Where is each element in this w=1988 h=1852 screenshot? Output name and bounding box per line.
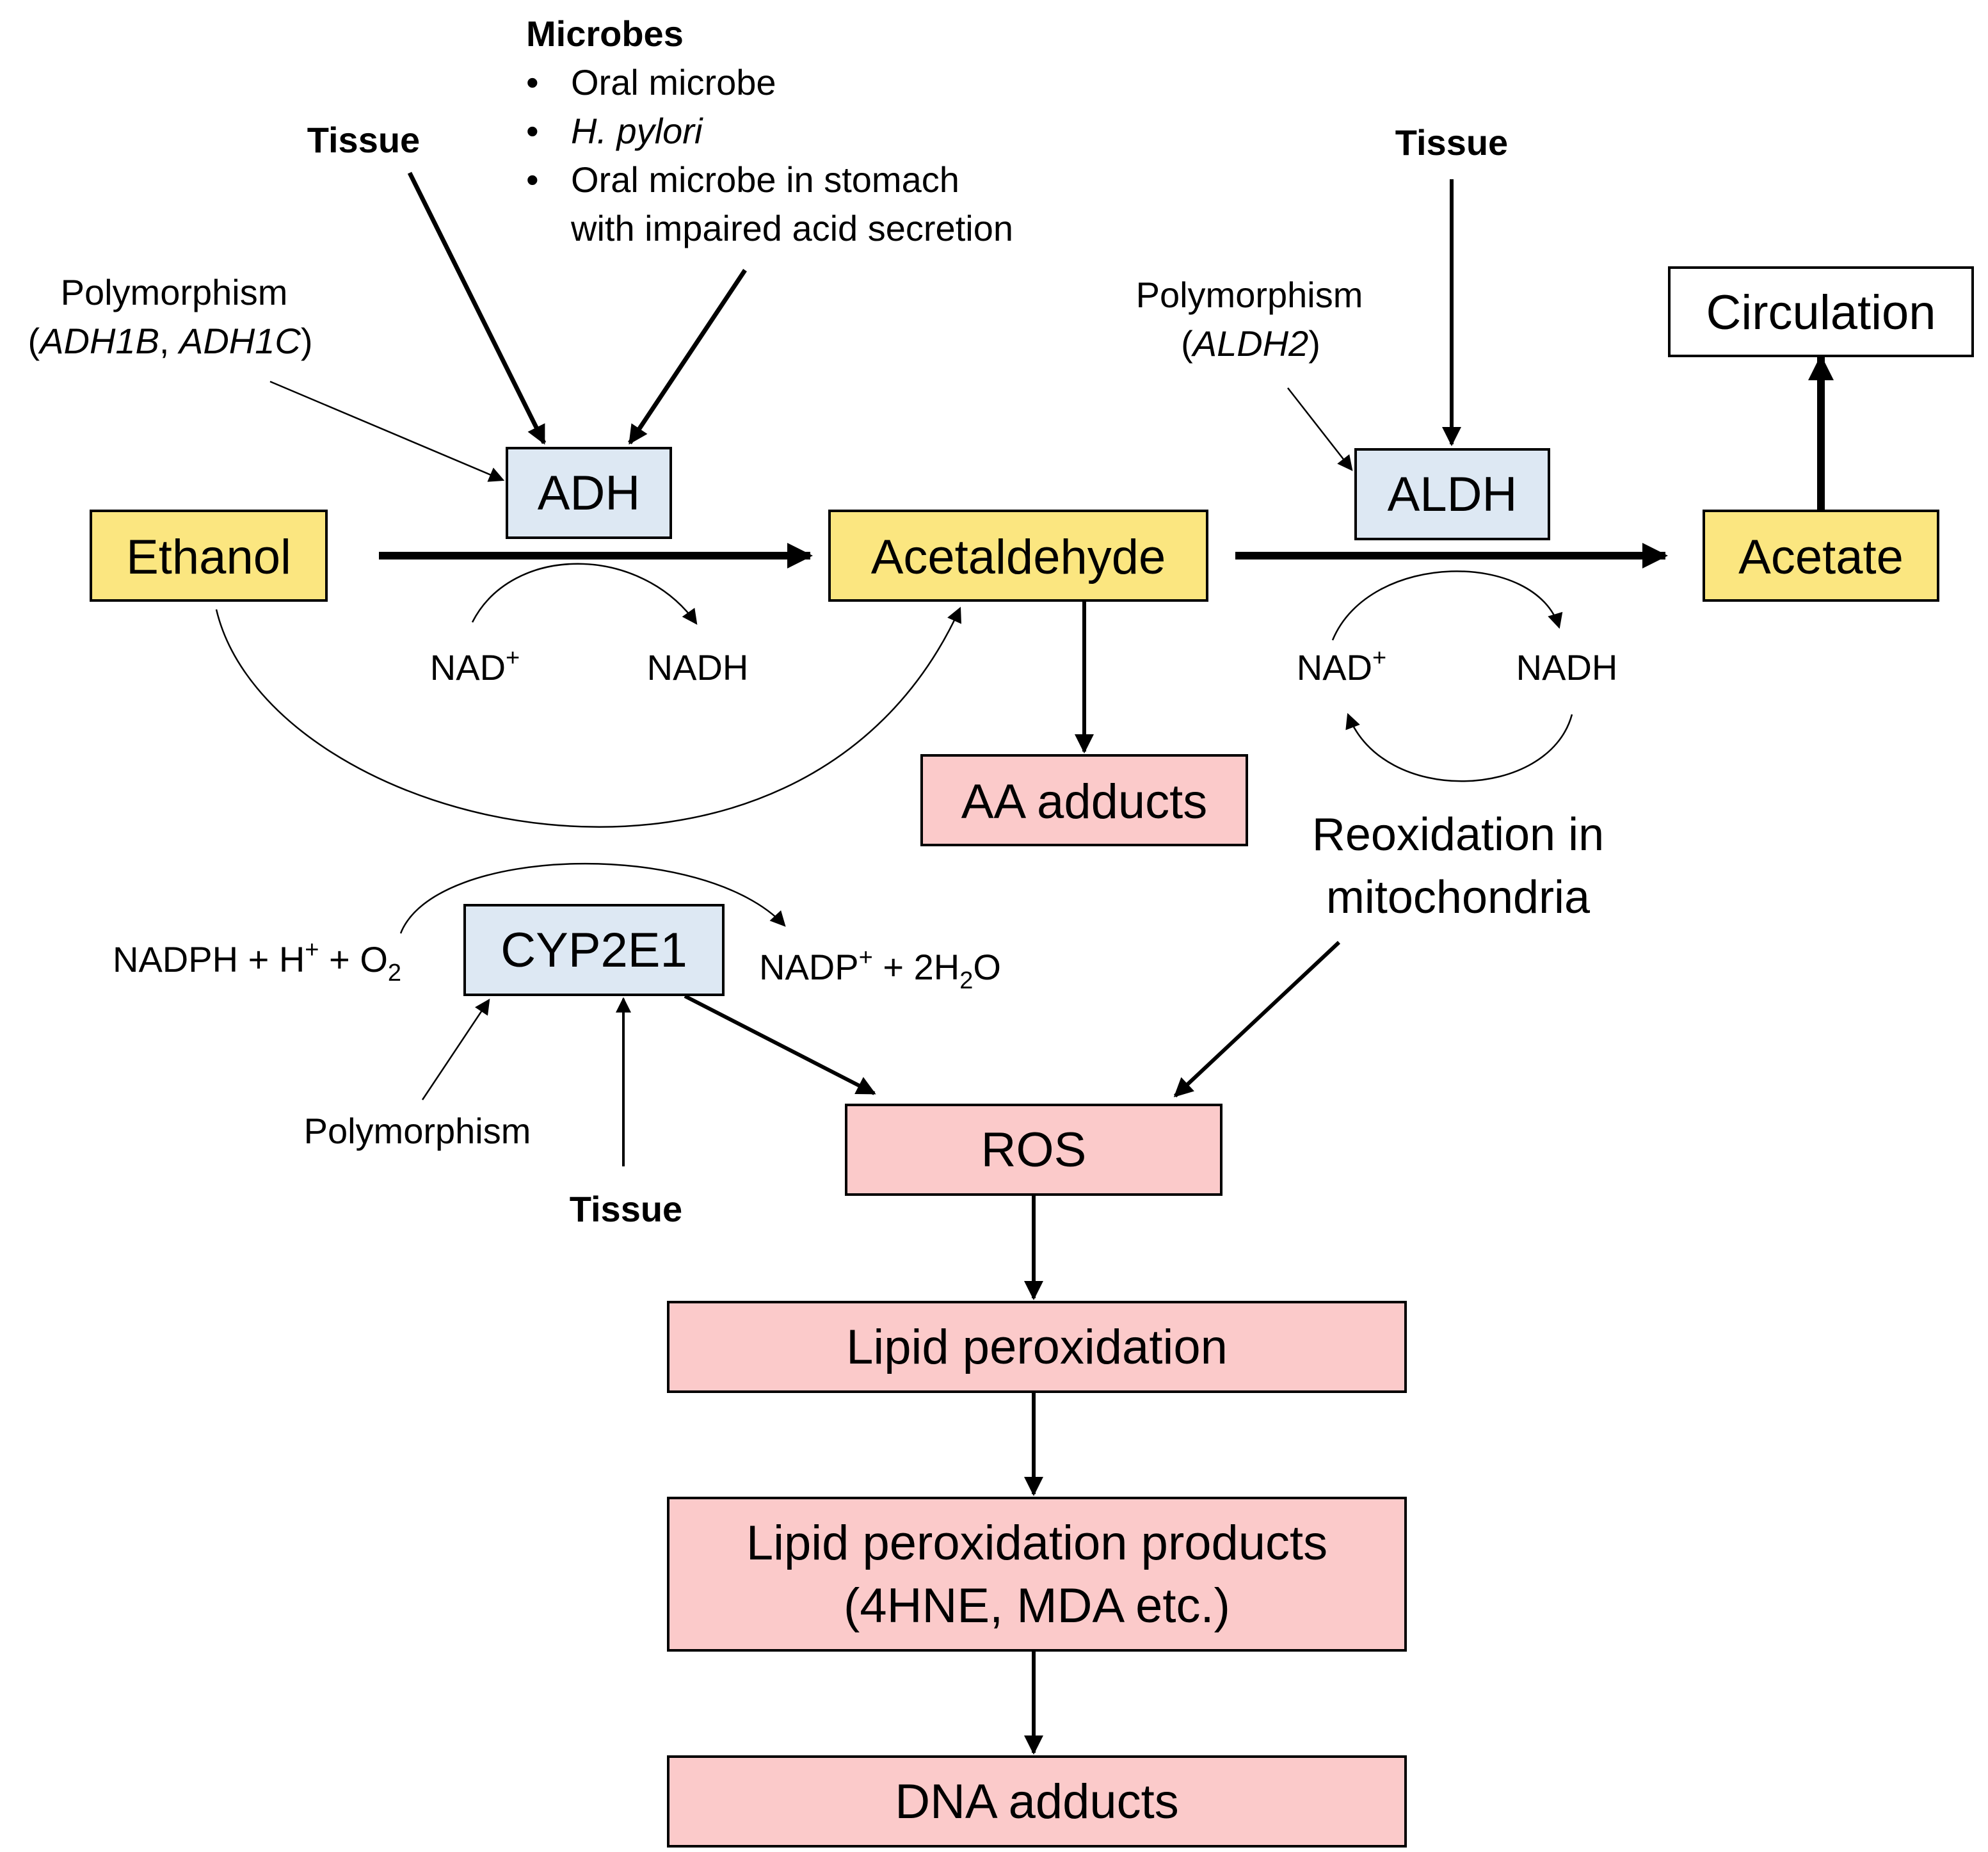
tissue-to-adh-arrow — [407, 172, 547, 445]
tissue-label-aldh: Tissue — [1395, 122, 1508, 163]
polymorphism-label-cyp2e1: Polymorphism — [304, 1111, 531, 1151]
aldh-box — [1354, 448, 1550, 540]
nadph-label: NADPH + H+ + O2 — [113, 937, 401, 986]
aldh-gene-label: (ALDH2) — [1181, 323, 1320, 364]
ethanol-label: Ethanol — [126, 530, 291, 584]
adh-genes-label: (ADH1B, ADH1C) — [28, 321, 313, 361]
polymorphism-to-cyp2e1-arrow — [421, 999, 490, 1100]
adh-nad-plus-label: NAD+ — [430, 645, 520, 688]
aldh-cofactor-curve — [1331, 570, 1563, 641]
dna-adducts-box — [667, 1755, 1407, 1848]
tissue-label-adh: Tissue — [307, 120, 420, 160]
aldh-nad-plus-label: NAD+ — [1297, 645, 1386, 688]
lipid-peroxidation-products-line2: (4HNE, MDA etc.) — [844, 1579, 1230, 1633]
nadp-label: NADP+ + 2H2O — [759, 944, 1001, 994]
ethanol-to-acetaldehyde-cyp-curve — [215, 606, 961, 828]
aldh-nadh-label: NADH — [1516, 647, 1618, 688]
microbes-to-adh-arrow — [628, 269, 747, 445]
microbes-item-3-cont: with impaired acid secretion — [570, 208, 1013, 248]
microbes-item-1: Oral microbe — [571, 62, 776, 102]
acetate-label: Acetate — [1738, 530, 1904, 584]
polymorphism-to-aldh-arrow — [1287, 387, 1353, 471]
ethanol-box — [90, 510, 328, 602]
cyp2e1-cofactor-curve — [399, 862, 786, 934]
polymorphism-to-adh-arrow — [269, 380, 505, 482]
adh-cofactor-curve — [471, 563, 698, 625]
microbes-item-3: Oral microbe in stomach — [571, 159, 959, 200]
adh-label: ADH — [538, 466, 640, 520]
microbes-title: Microbes — [526, 13, 684, 54]
acetate-box — [1703, 510, 1939, 602]
reoxidation-line1: Reoxidation in — [1312, 809, 1604, 860]
microbes-item-2: H. pylori — [571, 111, 703, 151]
ros-box — [845, 1104, 1222, 1196]
polymorphism-label-adh: Polymorphism — [61, 272, 288, 312]
polymorphism-label-aldh: Polymorphism — [1136, 275, 1363, 315]
dna-adducts-label: DNA adducts — [895, 1775, 1179, 1829]
circulation-box — [1668, 266, 1974, 357]
lipid-peroxidation-box — [667, 1301, 1407, 1393]
microbes-bullet-2: • — [526, 111, 539, 151]
ros-label: ROS — [981, 1123, 1087, 1177]
cyp2e1-to-ros-arrow — [684, 994, 876, 1095]
adh-nadh-label: NADH — [647, 647, 749, 688]
aldh-label: ALDH — [1388, 467, 1518, 522]
adh-box — [506, 447, 672, 539]
cyp2e1-box — [463, 904, 725, 996]
acetaldehyde-box — [828, 510, 1208, 602]
tissue-label-cyp2e1: Tissue — [570, 1189, 682, 1229]
aa-adducts-box — [920, 754, 1248, 846]
reoxidation-line2: mitochondria — [1326, 872, 1591, 923]
acetaldehyde-label: Acetaldehyde — [871, 530, 1166, 584]
aa-adducts-label: AA adducts — [961, 775, 1208, 829]
circulation-label: Circulation — [1706, 286, 1936, 340]
lipid-peroxidation-products-line1: Lipid peroxidation products — [746, 1516, 1327, 1570]
mitochondria-reoxidation-curve — [1345, 713, 1573, 782]
reoxidation-to-ros-arrow — [1173, 940, 1341, 1098]
cyp2e1-label: CYP2E1 — [501, 923, 687, 978]
lipid-peroxidation-products-box — [667, 1497, 1407, 1652]
microbes-bullet-3: • — [526, 159, 539, 200]
microbes-bullet-1: • — [526, 62, 539, 102]
lipid-peroxidation-label: Lipid peroxidation — [846, 1320, 1228, 1374]
